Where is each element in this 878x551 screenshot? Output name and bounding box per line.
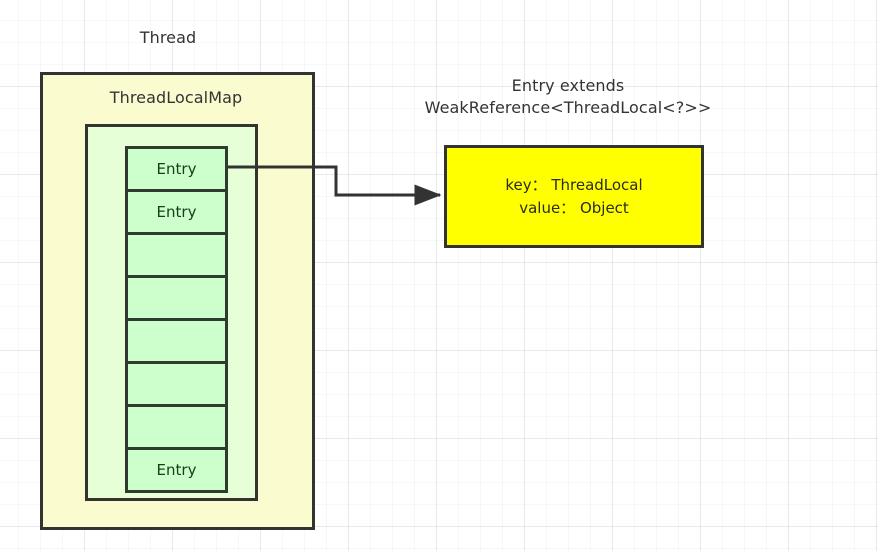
entry-cell[interactable]	[128, 235, 225, 278]
entry-cell[interactable]	[128, 278, 225, 321]
entry-cell[interactable]: Entry	[128, 450, 225, 490]
entry-cell[interactable]	[128, 364, 225, 407]
entry-table: Entry Entry Entry	[125, 146, 228, 493]
entry-cell[interactable]: Entry	[128, 149, 225, 192]
entry-value-line: value： Object	[519, 198, 629, 217]
entry-key-line: key： ThreadLocal	[505, 176, 643, 194]
entry-cell[interactable]	[128, 407, 225, 450]
entry-cell[interactable]: Entry	[128, 192, 225, 235]
entry-extends-caption: Entry extends WeakReference<ThreadLocal<…	[424, 76, 712, 117]
threadlocalmap-title: ThreadLocalMap	[109, 88, 243, 107]
thread-title: Thread	[139, 28, 197, 47]
entry-cell[interactable]	[128, 321, 225, 364]
entry-detail-box: key： ThreadLocal value： Object	[444, 145, 704, 248]
